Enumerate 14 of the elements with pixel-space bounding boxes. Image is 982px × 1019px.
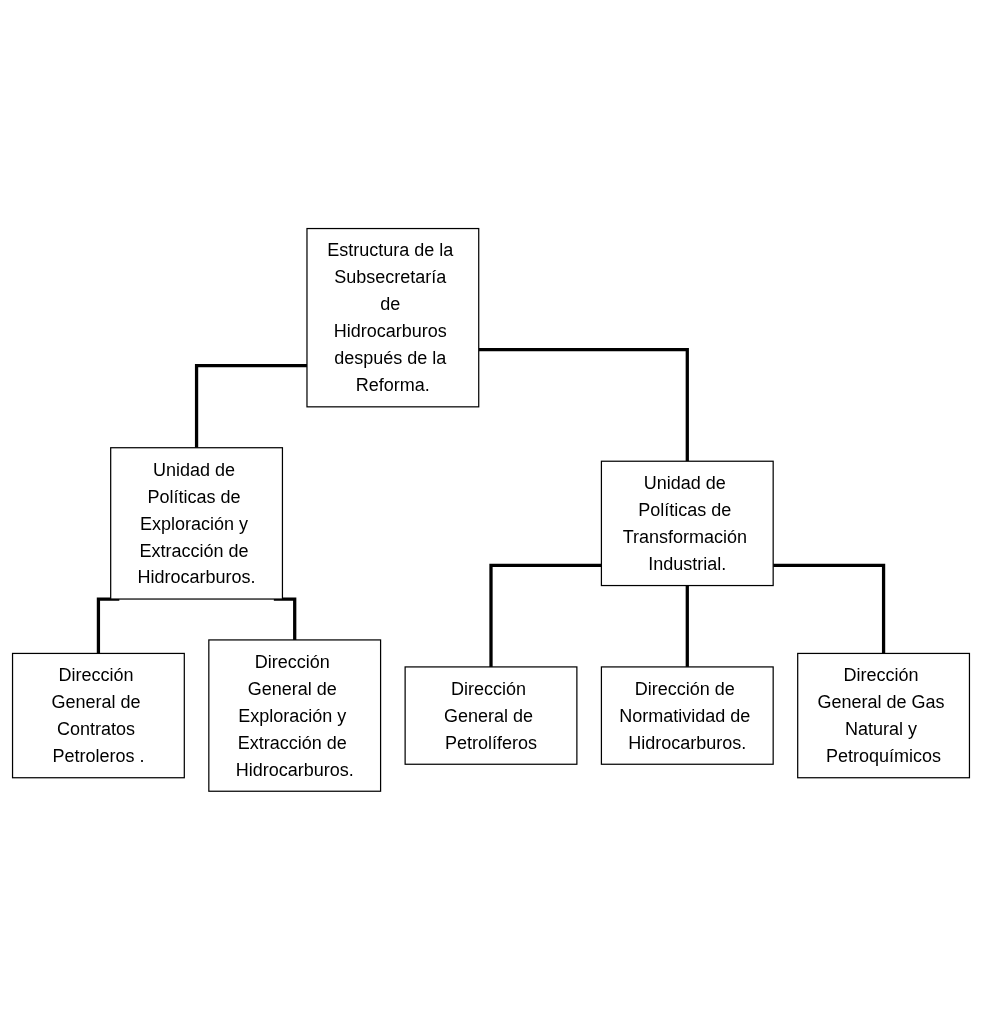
node-box: Dirección General de Exploración y Extracción de Hidrocarburos. (208, 638, 382, 792)
connector (478, 347, 689, 461)
connector (489, 563, 602, 667)
connector (96, 597, 120, 654)
node-box: Unidad de Políticas de Transformación Industrial. (600, 460, 774, 586)
connector (194, 363, 307, 448)
node-box: Dirección General de Petrolíferos (404, 665, 578, 765)
connector (273, 597, 297, 640)
connector (773, 563, 886, 654)
node-box: Dirección de Normatividad de Hidrocarburos. (600, 665, 774, 765)
node-box: Unidad de Políticas de Exploración y Extracción de Hidrocarburos. (110, 446, 284, 600)
node-box: Dirección General de Gas Natural y Petroquímicos (797, 652, 971, 778)
node-box: Estructura de la Subsecretaría de Hidrocarburos después de la Reforma. (306, 227, 480, 408)
node-box: Dirección General de Contratos Petroleros . (11, 652, 185, 778)
